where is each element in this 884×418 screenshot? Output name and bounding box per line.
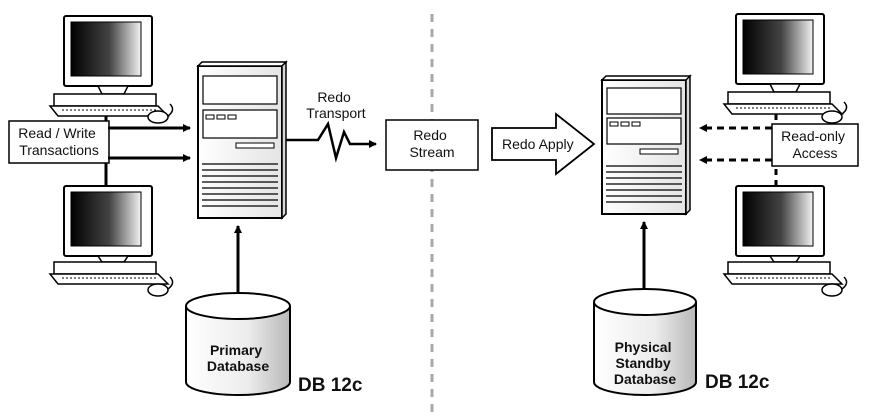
client-computer-top-left-icon xyxy=(48,15,174,124)
read-only-label-line2: Access xyxy=(792,145,837,161)
client-computer-bottom-left-icon xyxy=(48,185,174,297)
standby-db-label-line2: Standby xyxy=(615,355,670,371)
svg-text:Physical Standby Datab: Physical Standby Database xyxy=(614,339,676,387)
standby-database-icon xyxy=(593,288,697,396)
redo-transport-label-line1: Redo xyxy=(317,89,351,105)
redo-stream-label-line2: Stream xyxy=(409,144,454,160)
read-only-label-line1: Read-only xyxy=(781,128,845,144)
primary-version-label: DB 12c xyxy=(298,375,363,396)
redo-transport-label-line2: Transport xyxy=(306,105,366,121)
read-only-box xyxy=(771,123,859,167)
standby-db-label-line3: Database xyxy=(614,371,676,387)
client-computer-top-right-icon xyxy=(722,13,848,124)
svg-text:Redo Transport: Redo Transport xyxy=(306,89,366,121)
svg-text:Primary Database: Primary Database xyxy=(207,342,269,374)
standby-db-label-line1: Physical xyxy=(615,339,672,355)
svg-text:Redo Stream: Redo Stream xyxy=(409,127,454,160)
primary-db-label-line1: Primary xyxy=(210,342,262,358)
redo-stream-label-line1: Redo xyxy=(413,127,447,143)
svg-text:Read / Write Transactions: Read / Write Transactions xyxy=(18,125,99,158)
svg-text:Read-only Access: Read-only Access xyxy=(781,128,849,161)
read-write-label-line2: Transactions xyxy=(19,142,99,158)
standby-server-icon xyxy=(600,74,692,216)
primary-database-icon xyxy=(185,292,291,396)
read-write-box xyxy=(8,120,110,164)
primary-server-icon xyxy=(196,60,288,220)
primary-db-label-line2: Database xyxy=(207,358,269,374)
redo-apply-label: Redo Apply xyxy=(502,136,574,152)
read-write-label-line1: Read / Write xyxy=(18,125,96,141)
standby-version-label: DB 12c xyxy=(705,372,770,393)
redo-transport-zigzag xyxy=(286,120,377,163)
client-computer-bottom-right-icon xyxy=(722,185,848,297)
redo-stream-box xyxy=(385,119,479,171)
redo-apply-arrow xyxy=(491,112,596,176)
